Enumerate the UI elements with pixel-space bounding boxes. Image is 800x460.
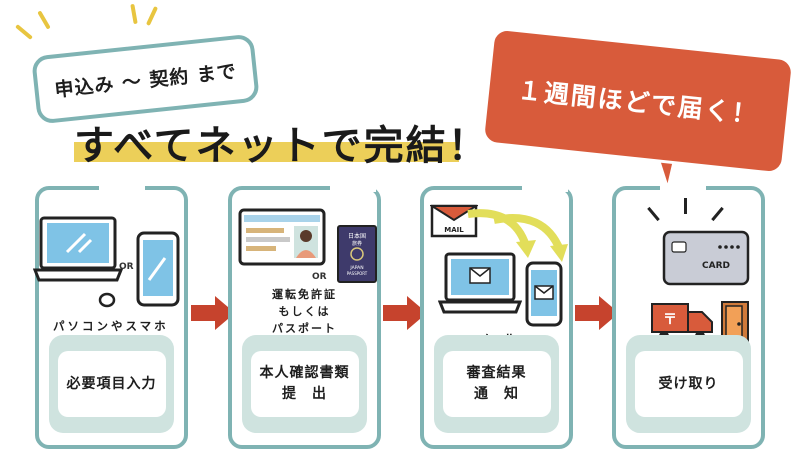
page-headline: すべてネットで完結！	[74, 123, 490, 169]
or-label: OR	[312, 272, 327, 282]
mail-icon-text: MAIL	[444, 226, 464, 234]
delivery-time-bubble: １週間ほどで届く！	[480, 26, 796, 176]
step-action-line: 審査結果	[466, 365, 527, 381]
passport-icon: 日本国 旅券 JAPAN PASSPORT	[337, 225, 377, 283]
document-label-line: 運転免許証	[272, 288, 337, 301]
drivers-license-icon	[238, 208, 326, 266]
card-sparkle-lines	[616, 190, 769, 230]
laptop-icon	[33, 216, 123, 282]
flow-arrow-1-icon	[191, 296, 235, 330]
step-action-line: 通 知	[474, 386, 519, 402]
credit-card-icon: CARD	[662, 230, 750, 286]
laptop-icon	[438, 252, 522, 314]
device-label: パソコンやスマホ	[53, 319, 169, 333]
or-label: OR	[119, 262, 134, 272]
headline-highlight	[74, 142, 459, 162]
delivery-time-text: １週間ほどで届く！	[515, 75, 760, 130]
step-action-inner: 必要項目入力	[57, 351, 166, 417]
card-text: CARD	[702, 261, 730, 271]
step-action-input: 必要項目入力	[49, 335, 174, 433]
step-card-identity: 日本国 旅券 JAPAN PASSPORT OR 運転免許証 もしくは パスポー…	[228, 184, 381, 449]
mouse-icon	[98, 292, 116, 308]
truck-mark: 〒	[663, 312, 677, 328]
passport-text: JAPAN	[349, 265, 363, 271]
flow-arrow-2-icon	[383, 296, 427, 330]
flow-arrow-3-icon	[575, 296, 619, 330]
process-scope-text: 申込み 〜 契約 まで	[53, 59, 238, 101]
curved-arrow-icon	[467, 209, 568, 262]
step-action-inner: 審査結果 通 知	[442, 351, 551, 417]
passport-text: PASSPORT	[347, 271, 368, 276]
step-card-input: OR パソコンやスマホ 必要項目入力	[33, 184, 188, 449]
step-card-result: MAIL メール 審査結果 通 知	[420, 184, 573, 449]
document-label-line: もしくは	[278, 305, 331, 319]
step-action-identity: 本人確認書類 提 出	[242, 335, 367, 433]
step-action-inner: 受け取り	[634, 351, 743, 417]
smartphone-icon	[525, 261, 563, 327]
step-action-receive: 受け取り	[626, 335, 751, 433]
document-label-line: パスポート	[272, 322, 337, 336]
document-label: 運転免許証 もしくは パスポート	[232, 286, 377, 337]
step-card-receive: CARD 〒 受け取り	[612, 184, 765, 449]
step-action-line: 必要項目入力	[66, 375, 157, 392]
step-action-line: 本人確認書類	[259, 365, 350, 381]
smartphone-icon	[136, 231, 180, 307]
step-action-inner: 本人確認書類 提 出	[250, 351, 359, 417]
step-action-line: 受け取り	[658, 375, 719, 392]
step-action-line: 提 出	[282, 386, 327, 402]
passport-text: 日本国	[348, 232, 366, 240]
passport-text: 旅券	[352, 240, 362, 247]
step-action-result: 審査結果 通 知	[434, 335, 559, 433]
